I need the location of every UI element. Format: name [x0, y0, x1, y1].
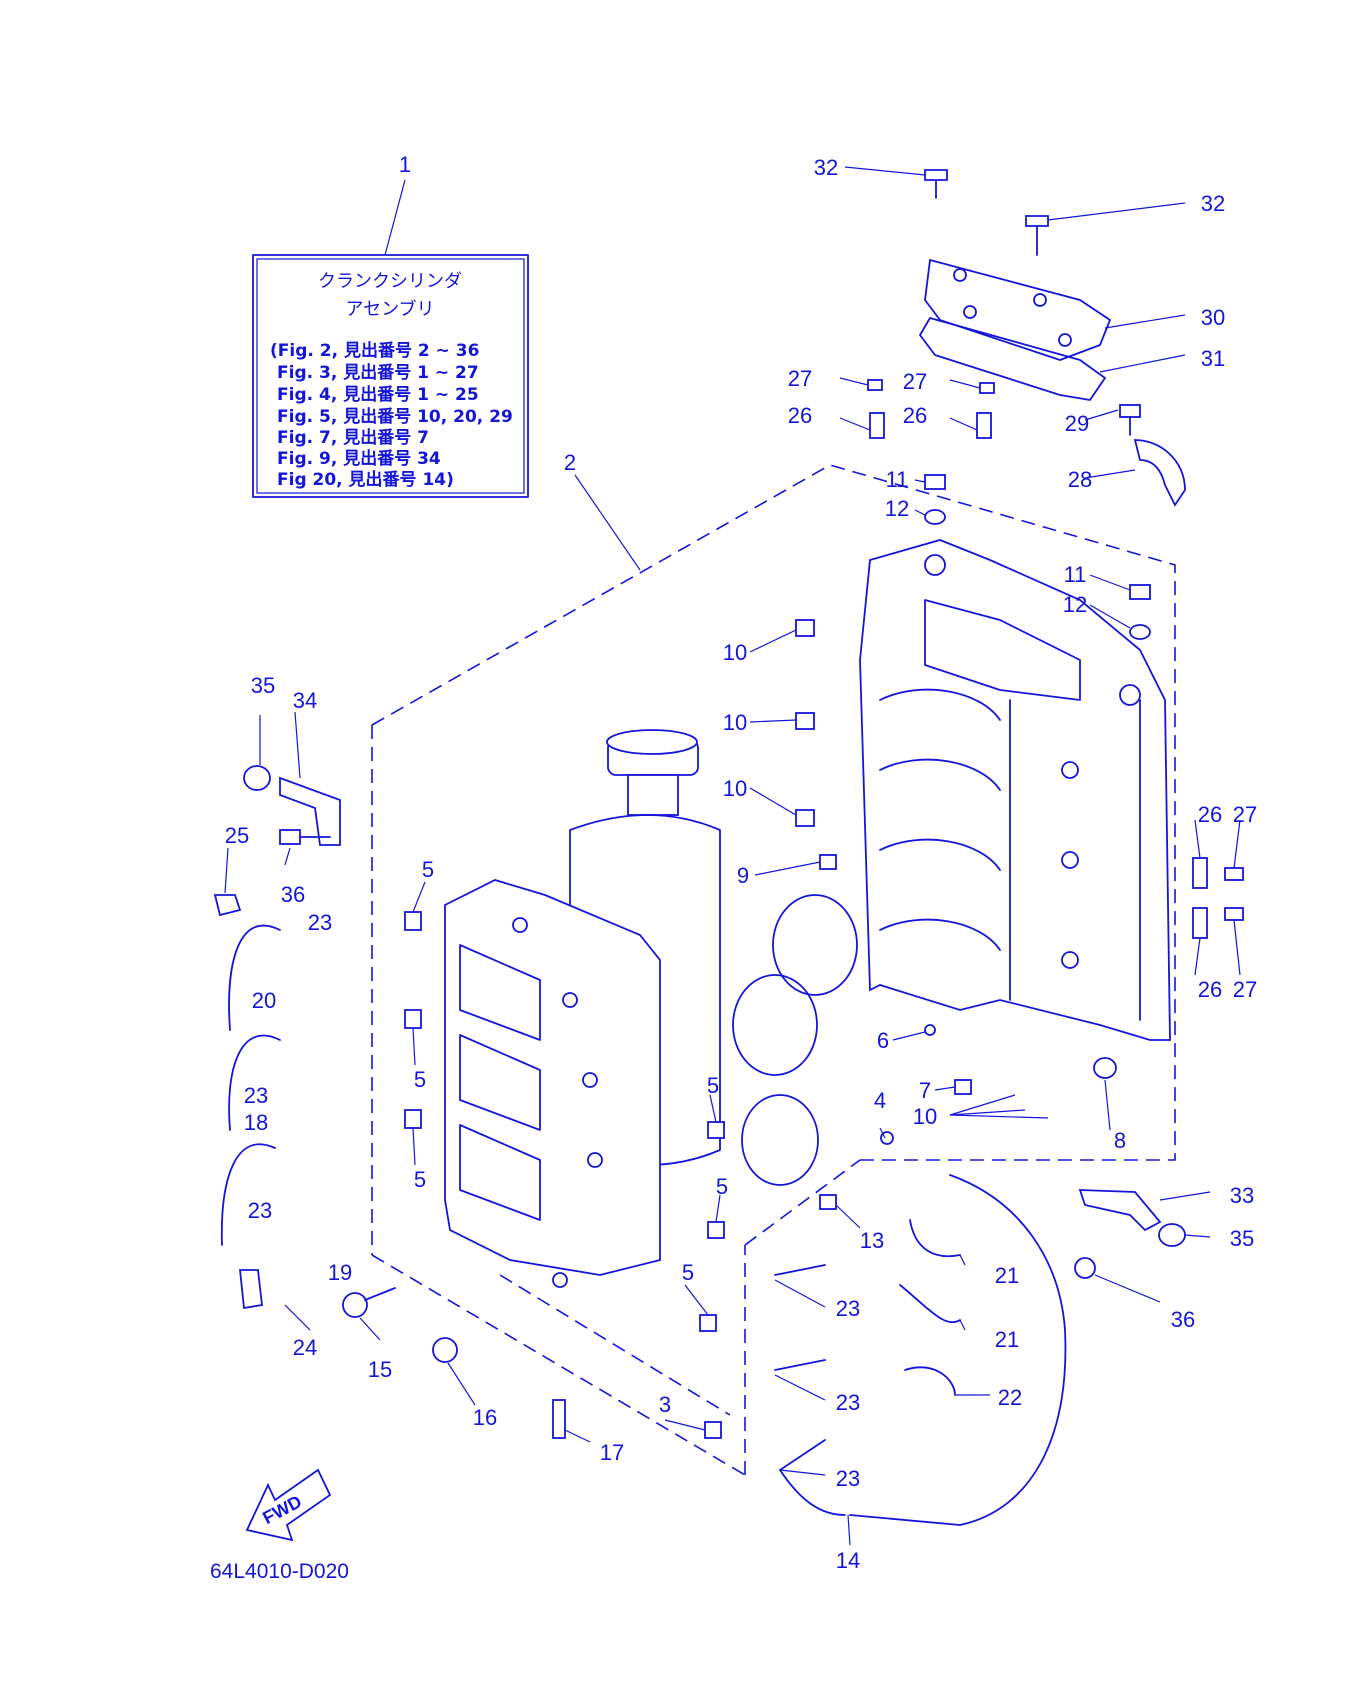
callout-8: 8 [1114, 1128, 1126, 1153]
callout-36-a: 36 [281, 882, 305, 907]
callout-5-f: 5 [682, 1260, 694, 1285]
info-box-ref-3: Fig. 4, 見出番号 1 ~ 25 [277, 384, 479, 405]
callout-11-a: 11 [886, 467, 909, 492]
callout-10-b: 10 [723, 710, 747, 735]
callout-21-b: 21 [995, 1327, 1019, 1352]
callout-23-b: 23 [244, 1083, 268, 1108]
callout-20: 20 [252, 988, 276, 1013]
callout-26-a: 26 [788, 403, 812, 428]
callout-23-d: 23 [836, 1296, 860, 1321]
callout-36-b: 36 [1171, 1307, 1195, 1332]
callout-22: 22 [998, 1385, 1022, 1410]
leader-lines [224, 166, 1241, 1546]
callout-6: 6 [877, 1028, 889, 1053]
info-box-ref-5: Fig. 7, 見出番号 7 [277, 427, 429, 448]
callout-1: 1 [399, 152, 411, 177]
callout-34: 34 [293, 688, 317, 713]
callout-27-a: 27 [788, 366, 812, 391]
callout-31: 31 [1201, 346, 1225, 371]
exhaust-cover-block [444, 879, 661, 1288]
assembly-info-box: クランクシリンダ アセンブリ (Fig. 2, 見出番号 2 ~ 36 Fig.… [252, 254, 529, 498]
crankcase-block [859, 539, 1171, 1041]
callout-5-d: 5 [707, 1073, 719, 1098]
callout-32-a: 32 [814, 155, 838, 180]
callout-30: 30 [1201, 305, 1225, 330]
callout-26-d: 26 [1198, 977, 1222, 1002]
info-box-title-2: アセンブリ [345, 298, 434, 320]
callout-12-b: 12 [1063, 592, 1087, 617]
small-parts [213, 379, 1244, 1526]
callout-23-a: 23 [308, 910, 332, 935]
callout-5-a: 5 [422, 857, 434, 882]
callout-14: 14 [836, 1548, 860, 1573]
callout-5-b: 5 [414, 1067, 426, 1092]
info-box-ref-2: Fig. 3, 見出番号 1 ~ 27 [277, 362, 479, 383]
callout-18: 18 [244, 1110, 268, 1135]
callout-10-a: 10 [723, 640, 747, 665]
info-box-ref-6: Fig. 9, 見出番号 34 [277, 448, 441, 469]
callout-12-a: 12 [885, 496, 909, 521]
callout-28: 28 [1068, 467, 1092, 492]
info-box-ref-1: (Fig. 2, 見出番号 2 ~ 36 [270, 340, 479, 361]
callout-3: 3 [659, 1392, 671, 1417]
callout-15: 15 [368, 1357, 392, 1382]
callout-10-c: 10 [723, 776, 747, 801]
info-box-ref-7: Fig 20, 見出番号 14) [277, 469, 454, 490]
callout-17: 17 [600, 1440, 624, 1465]
callout-4: 4 [874, 1088, 886, 1113]
callout-13: 13 [860, 1228, 884, 1253]
callout-5-c: 5 [414, 1167, 426, 1192]
callout-10-d: 10 [913, 1104, 937, 1129]
callout-26-b: 26 [903, 403, 927, 428]
callout-27-c: 27 [1233, 802, 1257, 827]
cylinder-cover-assembly [919, 169, 1112, 401]
callout-19: 19 [328, 1260, 352, 1285]
callout-25: 25 [225, 823, 249, 848]
assembly-outline-dashed [371, 464, 1176, 1476]
callout-33: 33 [1230, 1183, 1254, 1208]
callout-29: 29 [1065, 411, 1089, 436]
callout-32-b: 32 [1201, 191, 1225, 216]
callout-5-e: 5 [716, 1174, 728, 1199]
callout-7: 7 [919, 1078, 931, 1103]
info-box-ref-4: Fig. 5, 見出番号 10, 20, 29 [277, 406, 513, 427]
callout-23-f: 23 [836, 1466, 860, 1491]
drawing-code: 64L4010-D020 [210, 1560, 349, 1583]
callout-35-a: 35 [251, 673, 275, 698]
crankshaft-area [569, 729, 858, 1186]
callout-23-c: 23 [248, 1198, 272, 1223]
callout-labels: 1 2 3 4 6 7 8 9 10 10 10 10 11 11 12 12 … [225, 152, 1257, 1573]
callout-23-e: 23 [836, 1390, 860, 1415]
callout-21-a: 21 [995, 1263, 1019, 1288]
callout-27-b: 27 [903, 369, 927, 394]
callout-9: 9 [737, 863, 749, 888]
callout-27-d: 27 [1233, 977, 1257, 1002]
callout-35-b: 35 [1230, 1226, 1254, 1251]
callout-2: 2 [564, 450, 576, 475]
info-box-title-1: クランクシリンダ [318, 271, 462, 292]
fwd-arrow: FWD [245, 1468, 332, 1542]
callout-16: 16 [473, 1405, 497, 1430]
callout-11-b: 11 [1064, 562, 1087, 587]
callout-24: 24 [293, 1335, 317, 1360]
callout-26-c: 26 [1198, 802, 1222, 827]
